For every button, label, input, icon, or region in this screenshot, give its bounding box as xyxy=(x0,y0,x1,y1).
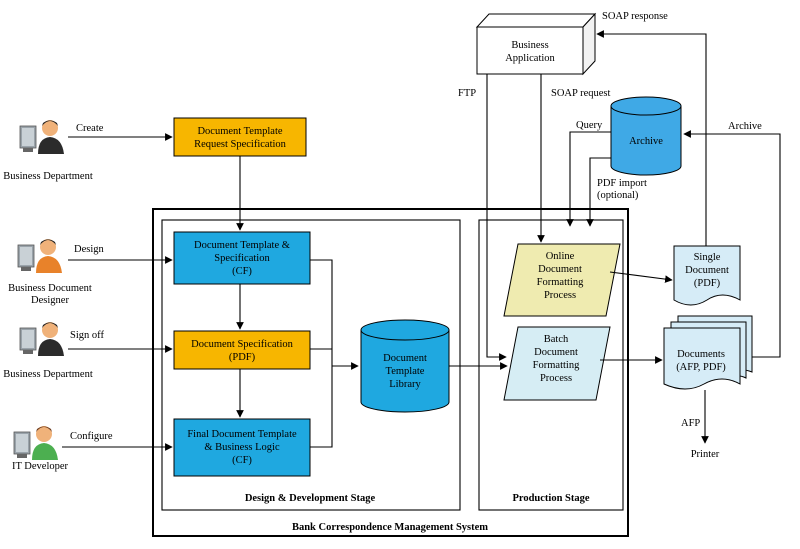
online-line2: Document xyxy=(538,264,582,275)
batch-line4: Process xyxy=(540,373,572,384)
query-arrow xyxy=(566,131,611,227)
doc-spec-line1: Document Specification xyxy=(191,339,294,350)
business-document-designer-actor xyxy=(17,238,63,274)
query-label: Query xyxy=(576,120,603,131)
online-process-box xyxy=(503,243,621,317)
production-stage-box xyxy=(478,219,624,511)
batch-line1: Batch xyxy=(544,334,569,345)
documents-line1: Documents xyxy=(677,349,725,360)
batch-line2: Document xyxy=(534,347,578,358)
pdf-import-arrow xyxy=(586,157,611,227)
batch-process-box xyxy=(503,326,611,401)
template-library-cylinder xyxy=(360,319,450,413)
library-line1: Document xyxy=(383,353,427,364)
production-stage-label: Production Stage xyxy=(512,493,589,504)
single-document-shape xyxy=(673,245,741,306)
soap-request-label: SOAP request xyxy=(551,88,610,99)
designer-label-line1: Business Document xyxy=(8,283,92,294)
design-stage-box xyxy=(161,219,461,511)
online-line4: Process xyxy=(544,290,576,301)
configure-label: Configure xyxy=(70,431,113,442)
final-template-line3: (CF) xyxy=(232,455,252,466)
single-doc-line2: Document xyxy=(685,265,729,276)
spec-to-library-line xyxy=(310,259,333,448)
final-template-line1: Final Document Template xyxy=(187,429,297,440)
signoff-label: Sign off xyxy=(70,330,104,341)
template-spec-box xyxy=(173,231,311,285)
system-boundary xyxy=(152,208,629,537)
soap-response-arrow xyxy=(596,30,707,246)
designer-label-line2: Designer xyxy=(31,295,69,306)
archive-cylinder xyxy=(610,96,682,176)
create-label: Create xyxy=(76,123,104,134)
template-spec-line1: Document Template & xyxy=(194,240,290,251)
template-spec-line2: Specification xyxy=(214,253,270,264)
archive-return-arrow xyxy=(683,130,781,358)
it-developer-actor xyxy=(13,425,59,461)
archive-node-label: Archive xyxy=(629,136,663,147)
business-department-label: Business Department xyxy=(3,171,93,182)
ftp-arrow xyxy=(486,74,507,361)
doc-spec-line2: (PDF) xyxy=(229,352,256,363)
business-app-line1: Business xyxy=(511,40,548,51)
doc-spec-box xyxy=(173,330,311,370)
business-application-box xyxy=(475,12,597,76)
library-line2: Template xyxy=(386,366,425,377)
final-template-box xyxy=(173,418,311,477)
template-request-box xyxy=(173,117,307,157)
design-label: Design xyxy=(74,244,104,255)
design-stage-label: Design & Development Stage xyxy=(245,493,376,504)
soap-response-label: SOAP response xyxy=(602,11,668,22)
online-to-single-arrow xyxy=(609,271,673,283)
online-line3: Formatting xyxy=(537,277,584,288)
single-doc-line3: (PDF) xyxy=(694,278,721,289)
business-department-signoff-label: Business Department xyxy=(3,369,93,380)
template-request-line1: Document Template xyxy=(197,126,282,137)
final-template-line2: & Business Logic xyxy=(204,442,280,453)
pdf-import-line1: PDF import xyxy=(597,178,647,189)
documents-stack-shape xyxy=(663,315,753,390)
business-department-signoff-actor xyxy=(19,321,65,357)
ftp-label: FTP xyxy=(458,88,476,99)
library-line3: Library xyxy=(389,379,421,390)
business-department-actor xyxy=(19,119,65,155)
online-line1: Online xyxy=(546,251,575,262)
it-developer-label: IT Developer xyxy=(12,461,69,472)
template-request-line2: Request Specification xyxy=(194,139,287,150)
template-spec-line3: (CF) xyxy=(232,266,252,277)
archive-edge-label: Archive xyxy=(728,121,762,132)
business-app-line2: Application xyxy=(505,53,555,64)
single-doc-line1: Single xyxy=(694,252,721,263)
pdf-import-line2: (optional) xyxy=(597,190,639,201)
system-label: Bank Correspondence Management System xyxy=(292,522,488,533)
batch-line3: Formatting xyxy=(533,360,580,371)
printer-label: Printer xyxy=(691,449,720,460)
afp-label: AFP xyxy=(681,418,700,429)
documents-line2: (AFP, PDF) xyxy=(676,362,726,373)
